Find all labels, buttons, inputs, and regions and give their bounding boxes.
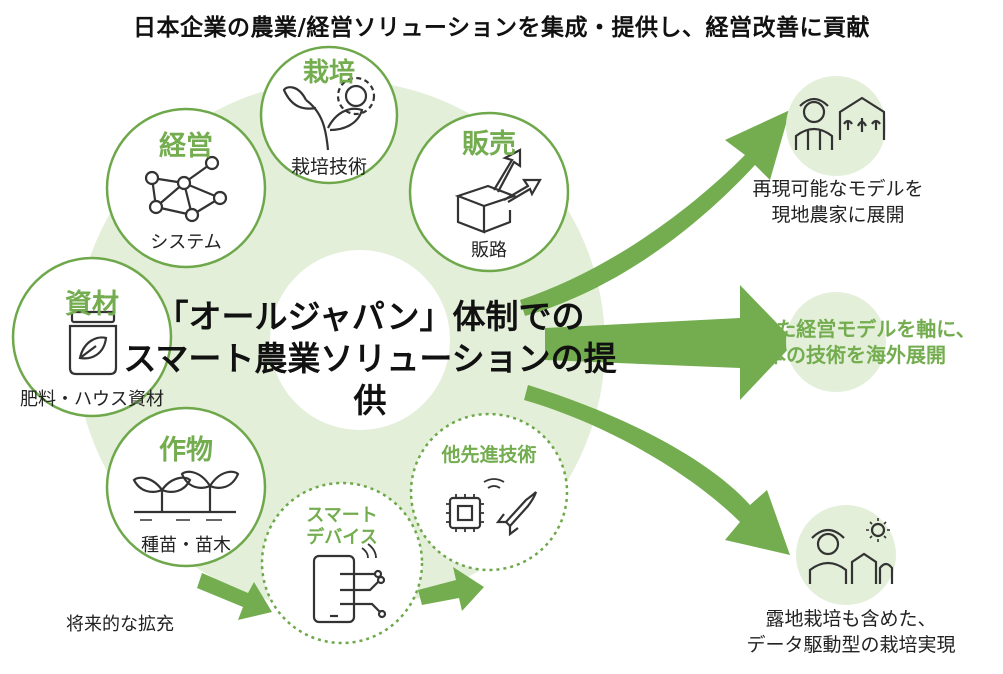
outcome-circle-bottom bbox=[796, 505, 896, 605]
chip-rocket-icon bbox=[446, 478, 538, 537]
outcome-middle-line1: 確立した経営モデルを軸に、 bbox=[716, 317, 976, 341]
sales-title: 販売 bbox=[462, 129, 516, 160]
center-message-line1: 「オールジャパン」体制での bbox=[155, 297, 585, 336]
box-arrows-icon bbox=[454, 148, 542, 234]
materials-subtitle: 肥料・ハウス資材 bbox=[20, 389, 164, 410]
node-circle-materials bbox=[11, 256, 173, 418]
fertilizer-jar-icon bbox=[68, 310, 118, 376]
node-circle-cultivation bbox=[259, 45, 399, 185]
smartphone-circuit-icon bbox=[312, 543, 387, 624]
crops-title: 作物 bbox=[159, 435, 213, 466]
outcome-top: 再現可能なモデルを 現地農家に展開 bbox=[728, 176, 948, 228]
expansion-arrow-left bbox=[197, 573, 272, 620]
node-circle-other-tech bbox=[409, 412, 569, 572]
node-circle-smart-device bbox=[260, 481, 424, 645]
outcome-bottom: 露地栽培も含めた、 データ駆動型の栽培実現 bbox=[716, 606, 986, 658]
outcome-bottom-line1: 露地栽培も含めた、 bbox=[765, 608, 937, 630]
arrow-to-bottom-outcome bbox=[524, 385, 790, 555]
farmer-field-icon bbox=[808, 518, 894, 584]
management-subtitle: システム bbox=[150, 232, 222, 253]
outcome-top-line2: 現地農家に展開 bbox=[771, 204, 905, 226]
outcome-circle-middle bbox=[786, 292, 886, 392]
sales-subtitle: 販路 bbox=[471, 240, 507, 261]
expansion-arrow-right bbox=[418, 567, 484, 611]
node-circle-sales bbox=[408, 111, 570, 273]
center-message: 「オールジャパン」体制での スマート農業ソリューションの提供 bbox=[110, 296, 630, 422]
crops-subtitle: 種苗・苗木 bbox=[141, 535, 231, 556]
outcome-top-line1: 再現可能なモデルを bbox=[752, 178, 924, 200]
smart-device-title-line2: デバイス bbox=[306, 527, 378, 548]
outcome-middle-line2: 日本の技術を海外展開 bbox=[746, 343, 946, 367]
other-tech-title: 他先進技術 bbox=[441, 444, 537, 466]
plant-gear-icon bbox=[282, 76, 376, 151]
farmer-greenhouse-icon bbox=[794, 96, 886, 150]
seedlings-icon bbox=[132, 470, 240, 521]
cultivation-title: 栽培 bbox=[302, 58, 355, 88]
smart-device-title-line1: スマート bbox=[306, 505, 378, 526]
center-message-line2: スマート農業ソリューションの提供 bbox=[123, 339, 617, 420]
arrow-to-middle-outcome bbox=[545, 285, 795, 400]
network-icon bbox=[144, 155, 228, 223]
cultivation-subtitle: 栽培技術 bbox=[290, 156, 367, 178]
smart-device-title: スマート デバイス bbox=[292, 505, 392, 549]
arrow-to-top-outcome bbox=[520, 110, 790, 316]
management-title: 経営 bbox=[159, 131, 213, 162]
center-white-circle bbox=[270, 250, 450, 430]
future-expansion-label: 将来的な拡充 bbox=[66, 614, 174, 635]
materials-title: 資材 bbox=[65, 289, 119, 320]
outcome-bottom-line2: データ駆動型の栽培実現 bbox=[746, 634, 956, 656]
outcome-circle-top bbox=[786, 76, 886, 176]
headline: 日本企業の農業/経営ソリューションを集成・提供し、経営改善に貢献 bbox=[133, 15, 870, 41]
outcome-middle: 確立した経営モデルを軸に、 日本の技術を海外展開 bbox=[696, 316, 996, 368]
